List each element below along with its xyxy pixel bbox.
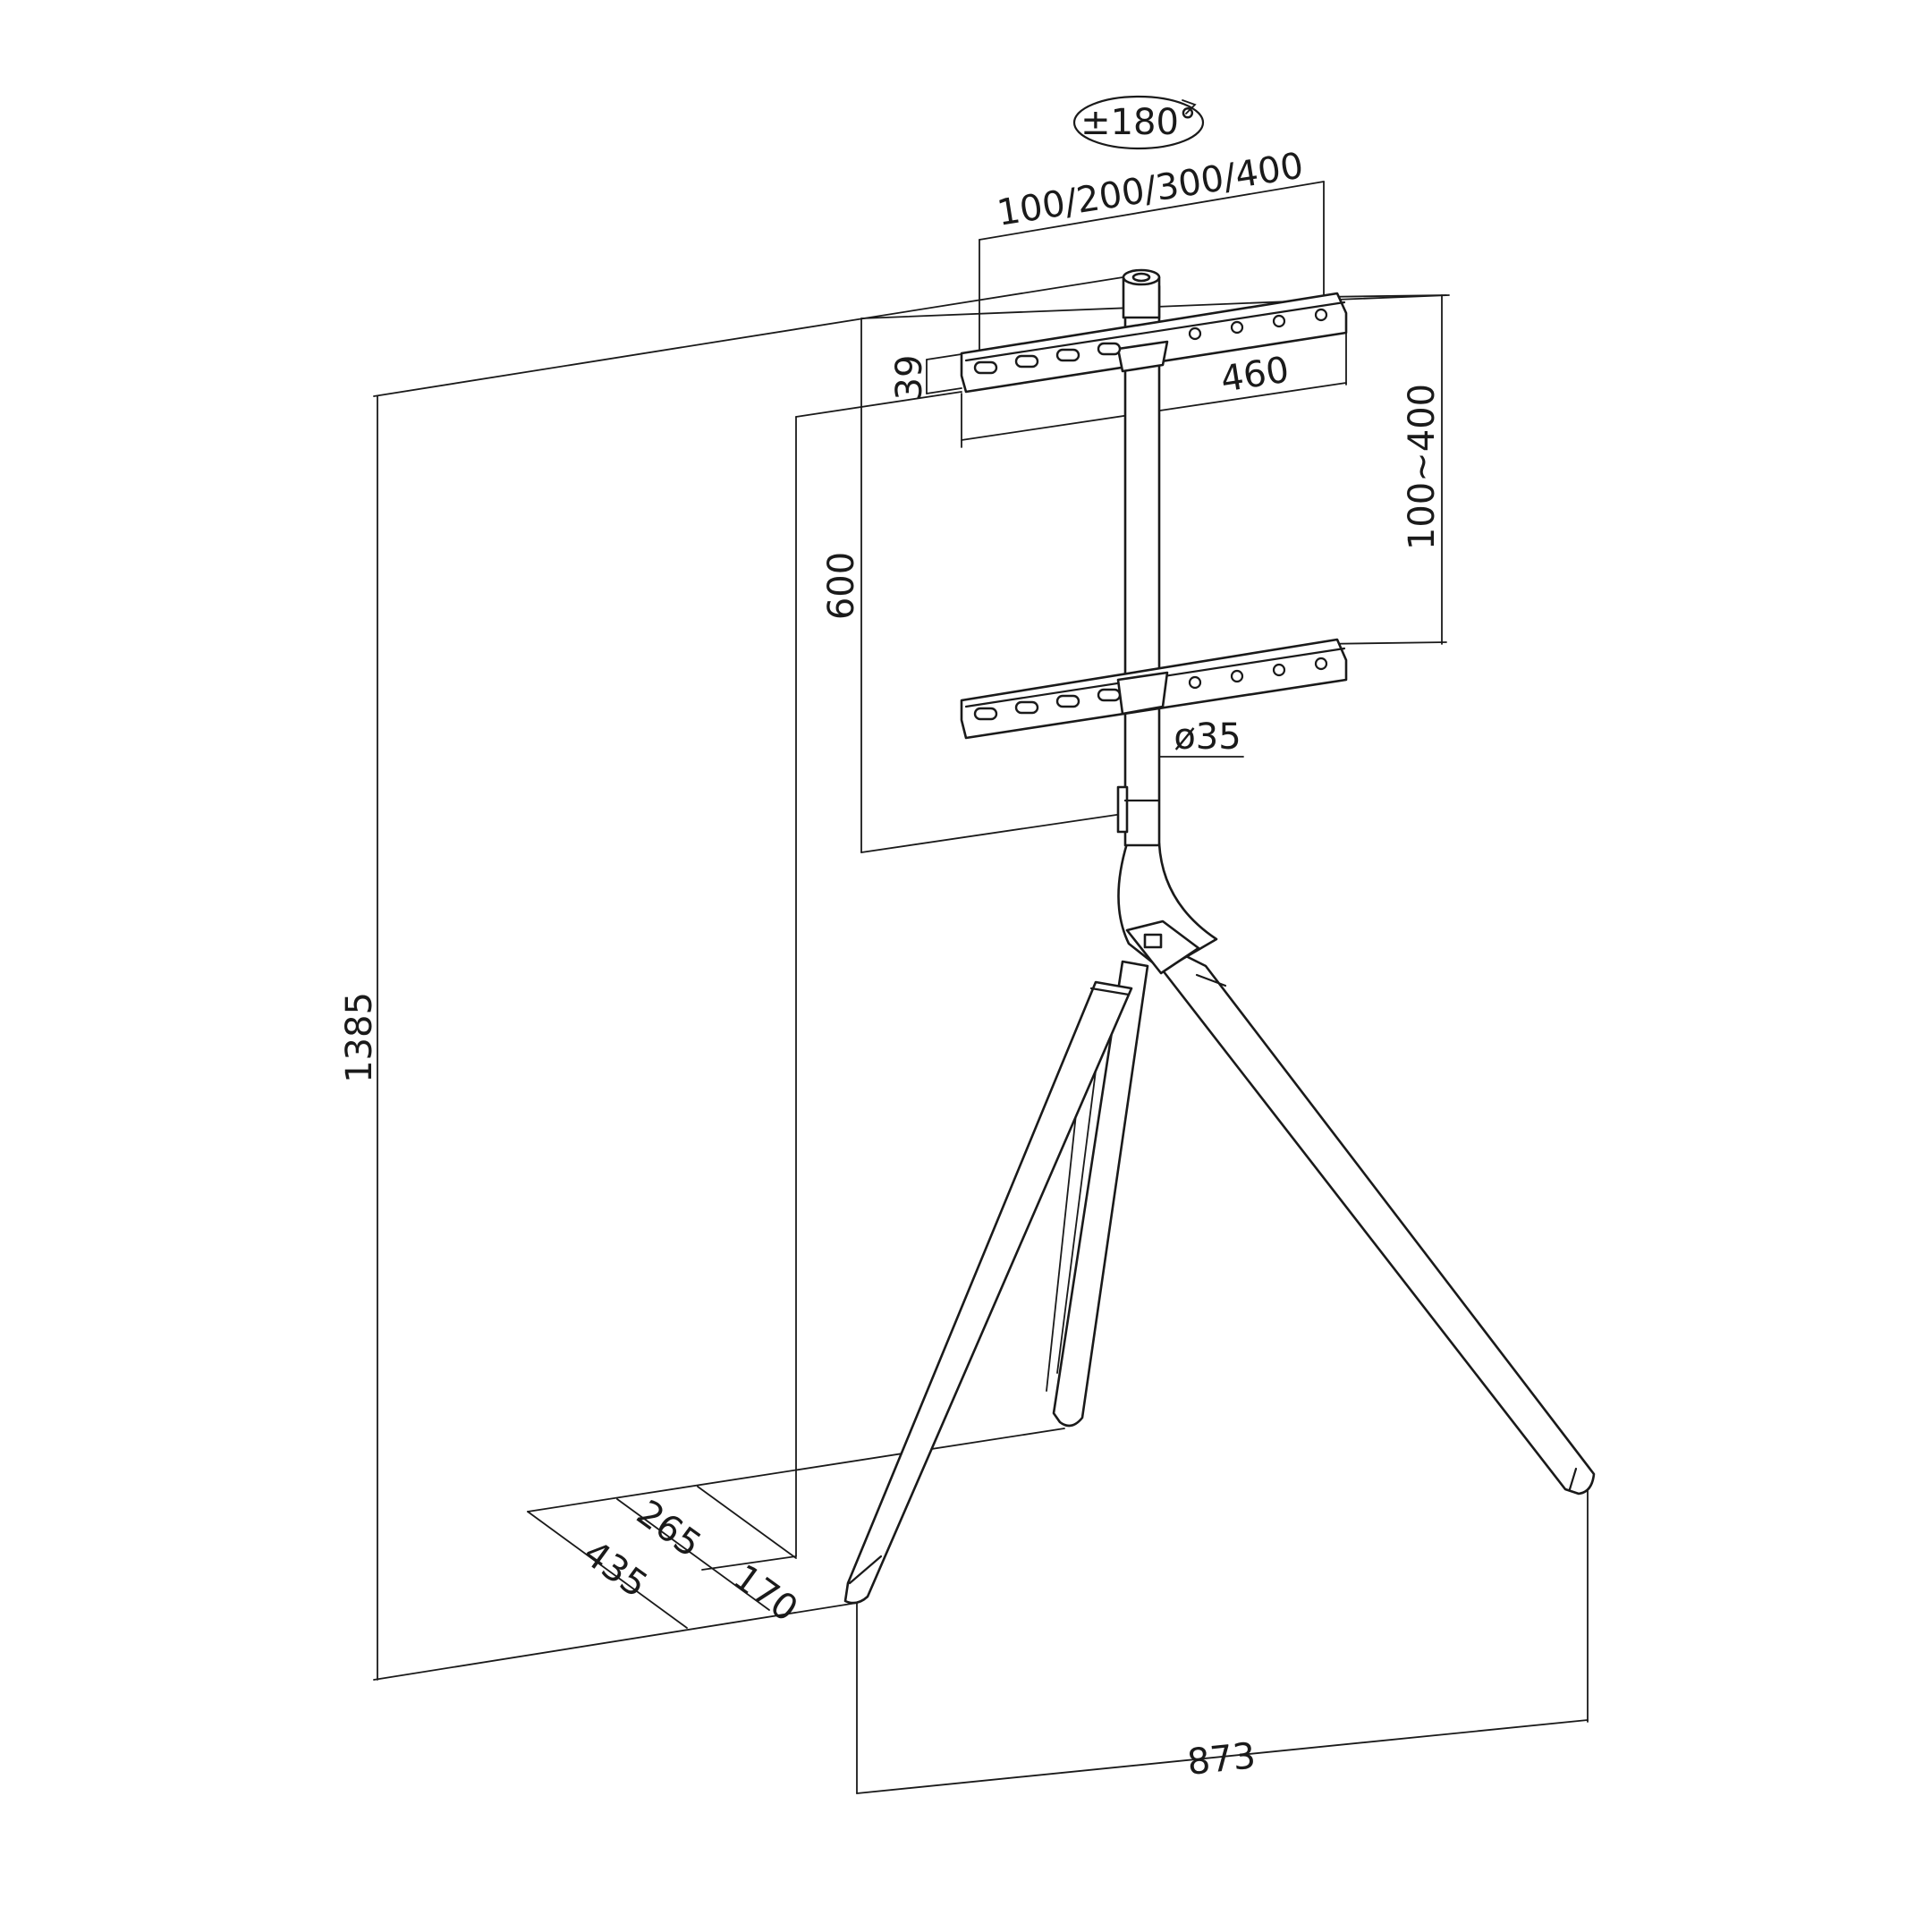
base-width-label: 873 [1185, 1735, 1258, 1784]
rear-leg [1052, 960, 1149, 1428]
pole-diameter-label: ø35 [1174, 716, 1241, 758]
bottom-bracket [960, 638, 1348, 740]
top-bracket [960, 292, 1348, 394]
rotation-label: ±180° [1080, 102, 1197, 143]
bracket-travel-label: 600 [821, 552, 862, 620]
tv-stand [843, 268, 1596, 1605]
vesa-width-label: 100/200/300/400 [995, 145, 1307, 234]
left-leg [843, 980, 1133, 1605]
vesa-height-label: 100~400 [1402, 384, 1443, 550]
pole-cap [1122, 275, 1161, 319]
rotation-symbol [1072, 95, 1205, 150]
right-leg [1161, 946, 1596, 1496]
bracket-height-label: 39 [889, 355, 930, 401]
center-pole [1123, 284, 1161, 847]
overall-height-label: 1385 [339, 992, 380, 1083]
base-depth-inner-label: 265 [629, 1492, 708, 1565]
base-offset-label: 170 [725, 1556, 805, 1630]
